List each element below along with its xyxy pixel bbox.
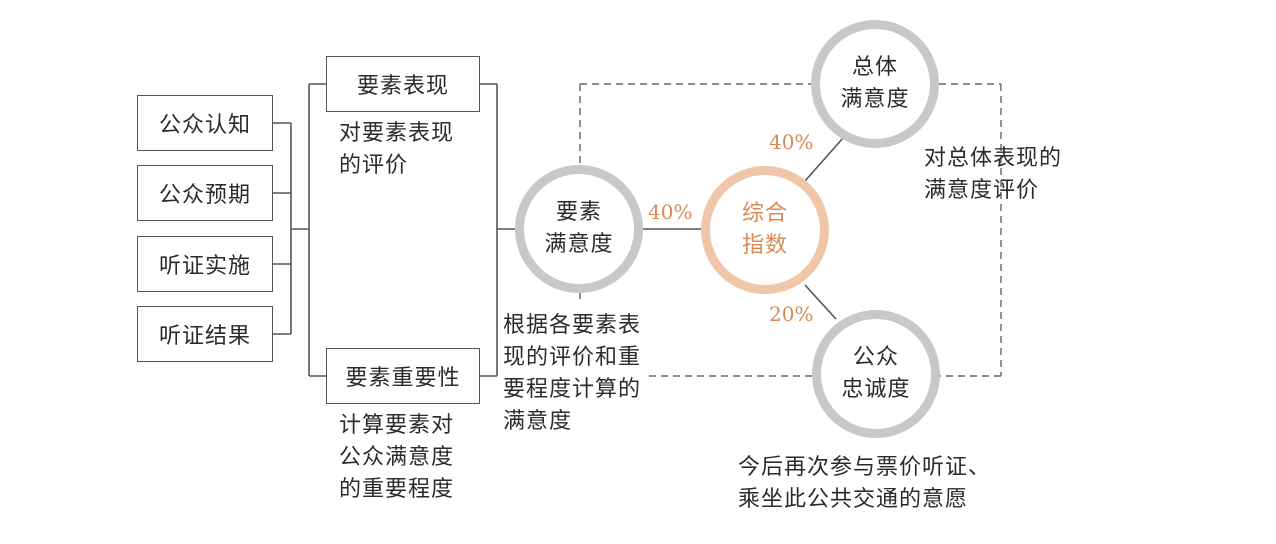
element-performance-box: 要素表现 [326,56,480,112]
loyalty-weight-label: 20% [769,302,814,326]
input-box-hearing-result: 听证结果 [137,306,273,362]
public-loyalty-circle: 公众 忠诚度 [812,310,940,438]
element-satisfaction-label-line-1: 要素 [555,200,602,225]
input-label: 听证结果 [158,324,251,349]
overall-satisfaction-circle: 总体 满意度 [811,20,939,148]
public-loyalty-label-line-2: 忠诚度 [841,377,911,402]
input-label: 公众预期 [158,183,251,208]
element-performance-label: 要素表现 [356,74,449,99]
input-label: 公众认知 [158,113,251,138]
element-satisfaction-desc-line-2: 现的评价和重 [503,345,642,370]
element-importance-desc-line-3: 的重要程度 [339,477,455,502]
element-satisfaction-desc-line-3: 要程度计算的 [503,377,642,402]
element-importance-desc-line-1: 计算要素对 [339,413,455,438]
element-satisfaction-desc-line-1: 根据各要素表 [503,313,642,338]
public-loyalty-label-line-1: 公众 [852,345,899,370]
input-box-public-cognition: 公众认知 [137,95,273,151]
overall-weight-label: 40% [769,130,814,154]
overall-satisfaction-label-line-2: 满意度 [840,87,910,112]
element-performance-desc-line-1: 对要素表现 [339,121,455,146]
public-loyalty-desc-line-2: 乘坐此公共交通的意愿 [738,487,969,512]
element-performance-desc-line-2: 的评价 [339,153,409,178]
overall-satisfaction-label-line-1: 总体 [851,55,898,80]
composite-index-circle: 综合 指数 [701,166,829,294]
element-satisfaction-desc-line-4: 满意度 [503,409,573,434]
composite-index-label-line-1: 综合 [741,201,788,226]
element-weight-label: 40% [648,200,693,224]
input-box-public-expectation: 公众预期 [137,165,273,221]
overall-satisfaction-desc-line-1: 对总体表现的 [924,146,1063,171]
input-label: 听证实施 [158,254,251,279]
element-satisfaction-label-line-2: 满意度 [544,232,614,257]
overall-satisfaction-desc-line-2: 满意度评价 [924,178,1040,203]
element-importance-desc-line-2: 公众满意度 [339,445,455,470]
public-loyalty-desc-line-1: 今后再次参与票价听证、 [738,455,992,480]
composite-index-label-line-2: 指数 [741,233,788,258]
element-importance-label: 要素重要性 [345,366,461,391]
element-satisfaction-circle: 要素 满意度 [515,165,643,293]
input-box-hearing-implementation: 听证实施 [137,236,273,292]
element-importance-box: 要素重要性 [326,348,480,404]
